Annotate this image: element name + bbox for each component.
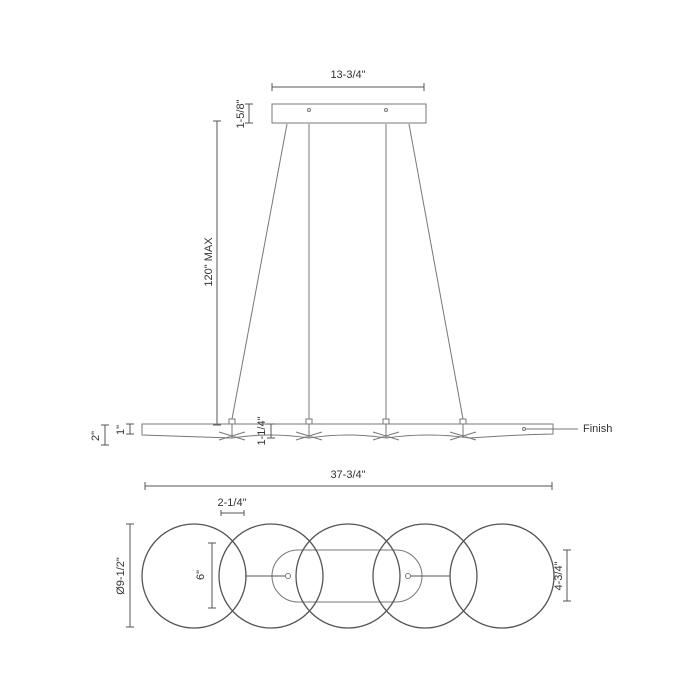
mid-height-dimension: 1-1/4" bbox=[256, 416, 275, 445]
canopy-height-dimension: 1-5/8" bbox=[235, 99, 253, 128]
inner-height-label: 6" bbox=[195, 570, 207, 580]
base-width-dimension: 4-3/4" bbox=[553, 549, 571, 602]
suspension-cables bbox=[228, 123, 467, 425]
fixture-plan-view bbox=[141, 523, 555, 629]
ring-spacing-dimension: 2-1/4" bbox=[218, 497, 247, 516]
inner-height-dimension: 6" bbox=[195, 542, 216, 609]
mid-height-label: 1-1/4" bbox=[256, 416, 268, 445]
overall-length-dimension: 37-3/4" bbox=[144, 469, 553, 490]
ring-spacing-label: 2-1/4" bbox=[218, 497, 247, 509]
canopy bbox=[271, 103, 427, 124]
cable-length-dimension: 120" MAX bbox=[203, 120, 221, 426]
ring-diameter-label: Ø9-1/2" bbox=[115, 557, 127, 595]
fixture-body-side: Finish bbox=[141, 423, 612, 441]
edge-height-label: 1" bbox=[115, 425, 127, 435]
body-height-dimension: 2" bbox=[90, 424, 109, 446]
finish-label: Finish bbox=[583, 423, 612, 435]
overall-length-label: 37-3/4" bbox=[330, 469, 365, 481]
body-height-label: 2" bbox=[90, 431, 102, 441]
canopy-height-label: 1-5/8" bbox=[235, 99, 247, 128]
canopy-width-label: 13-3/4" bbox=[330, 69, 365, 81]
canopy-width-dimension: 13-3/4" bbox=[271, 69, 425, 91]
ring-diameter-dimension: Ø9-1/2" bbox=[115, 523, 134, 628]
base-width-label: 4-3/4" bbox=[553, 561, 565, 590]
cable-length-label: 120" MAX bbox=[203, 237, 215, 287]
edge-height-dimension: 1" bbox=[115, 423, 134, 435]
